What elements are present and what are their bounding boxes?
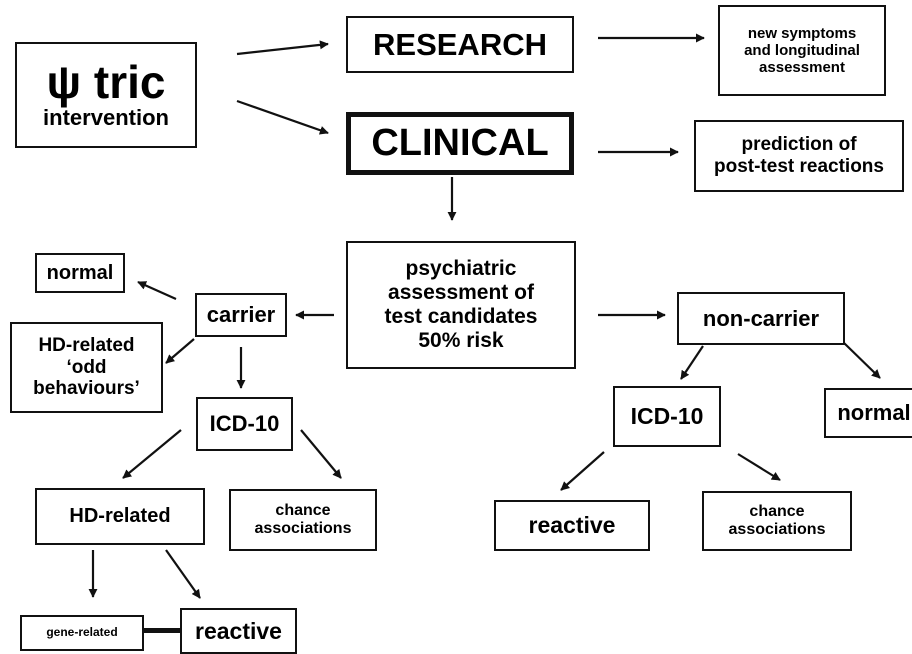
- arrow-icd10-to-reactive-right: [560, 451, 605, 491]
- noncarrier-chance-associations-box: chance associations: [702, 491, 852, 551]
- reactive-label: reactive: [528, 512, 616, 539]
- hd-odd-behaviours-box: HD-related ‘odd behaviours’: [10, 322, 163, 413]
- chance-line: chance: [275, 501, 331, 519]
- psychiatric-assessment-box: psychiatric assessment of test candidate…: [346, 241, 576, 369]
- carrier-chance-associations-box: chance associations: [229, 489, 377, 551]
- noncarrier-icd10-box: ICD-10: [613, 386, 721, 447]
- arrow-carrier-to-hdodd: [165, 338, 195, 364]
- carrier-icd10-box: ICD-10: [196, 397, 293, 451]
- psi-tric-label: ψ tric: [46, 56, 166, 109]
- arrow-hdrelated-to-reactive: [165, 549, 201, 599]
- arrow-psi-to-clinical: [236, 99, 329, 135]
- chance-line: associations: [728, 521, 826, 538]
- arrow-icd10-to-hdrelated: [122, 429, 182, 479]
- arrow-psi-to-research: [236, 40, 329, 56]
- chance-line: associations: [254, 520, 352, 537]
- non-carrier-box: non-carrier: [677, 292, 845, 345]
- carrier-box: carrier: [195, 293, 287, 337]
- research-box: RESEARCH: [346, 16, 574, 73]
- arrow-icd10-to-chance-left: [300, 429, 342, 479]
- arrow-icd10-to-chance-right: [737, 453, 781, 481]
- psychiatric-line: assessment of: [388, 280, 534, 304]
- hd-odd-line: HD-related: [38, 334, 135, 356]
- arrow-carrier-to-normal: [137, 280, 177, 301]
- normal-label: normal: [837, 400, 911, 426]
- hd-odd-line: ‘odd: [66, 356, 107, 378]
- psychiatric-line: test candidates: [384, 305, 538, 328]
- reactive-label: reactive: [195, 617, 282, 644]
- icd10-label: ICD-10: [209, 411, 280, 437]
- intervention-label: intervention: [43, 105, 169, 131]
- clinical-box: CLINICAL: [346, 112, 574, 175]
- gene-reactive-connector: [144, 628, 180, 633]
- hd-related-label: HD-related: [69, 505, 171, 527]
- icd10-label: ICD-10: [630, 403, 704, 430]
- chance-line: chance: [749, 502, 805, 520]
- psychiatric-line: 50% risk: [418, 329, 504, 353]
- new-symptoms-box: new symptoms and longitudinal assessment: [718, 5, 886, 96]
- prediction-box: prediction of post-test reactions: [694, 120, 904, 192]
- non-carrier-label: non-carrier: [702, 305, 820, 331]
- noncarrier-normal-box: normal: [824, 388, 912, 438]
- new-symptoms-line: and longitudinal: [744, 41, 860, 59]
- psychiatric-line: psychiatric: [405, 256, 517, 280]
- new-symptoms-line: assessment: [759, 59, 845, 77]
- clinical-label: CLINICAL: [371, 121, 549, 164]
- prediction-line: prediction of: [741, 134, 857, 156]
- arrow-noncarrier-to-icd10: [680, 345, 704, 380]
- gene-related-label: gene-related: [46, 625, 118, 640]
- psychiatric-intervention-box: ψ tric intervention: [15, 42, 197, 148]
- normal-label: normal: [46, 261, 114, 284]
- arrow-noncarrier-to-normal: [842, 341, 881, 379]
- hd-related-box: HD-related: [35, 488, 205, 545]
- prediction-line: post-test reactions: [714, 156, 884, 177]
- new-symptoms-line: new symptoms: [747, 24, 857, 42]
- carrier-reactive-box: reactive: [180, 608, 297, 654]
- hd-odd-line: behaviours’: [33, 378, 140, 400]
- gene-related-box: gene-related: [20, 615, 144, 651]
- carrier-label: carrier: [206, 302, 276, 328]
- research-label: RESEARCH: [373, 26, 547, 62]
- noncarrier-reactive-box: reactive: [494, 500, 650, 551]
- carrier-normal-box: normal: [35, 253, 125, 293]
